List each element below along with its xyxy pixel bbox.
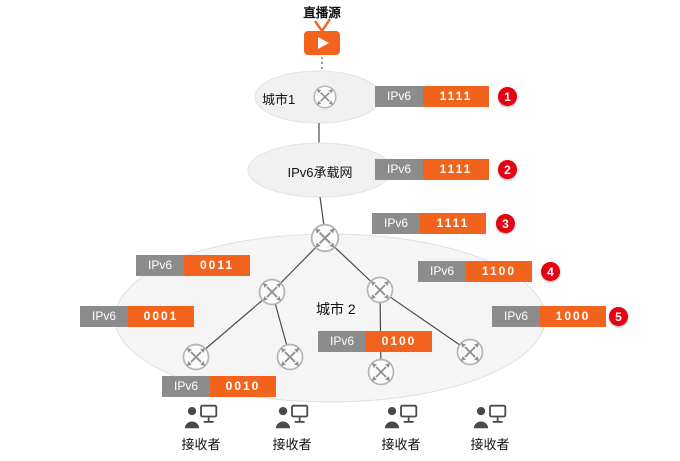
link-bearer-root (319, 196, 325, 227)
receiver-4-icon (472, 404, 507, 430)
tag-value: 1111 (423, 159, 489, 180)
tag-value: 0011 (184, 255, 250, 276)
leaf-router-4-icon (456, 338, 484, 366)
step-badge-5: 5 (609, 307, 628, 326)
bearer-network-label: IPv6承载网 (287, 165, 353, 180)
tag-prefix: IPv6 (375, 86, 423, 107)
tag-value: 1111 (423, 86, 489, 107)
step-badge-2: 2 (498, 160, 517, 179)
leaf-router-2-icon (276, 343, 304, 371)
leaf-router-1-icon (182, 343, 210, 371)
leaf-router-3-icon (367, 358, 395, 386)
receiver-1-label: 接收者 (181, 437, 221, 452)
city1-label: 城市1 (262, 92, 296, 107)
tag-value: 0100 (366, 331, 432, 352)
tag-prefix: IPv6 (162, 376, 210, 397)
ipv6-tag-0100: IPv6 0100 (318, 331, 432, 352)
ipv6-tag-1000: IPv6 1000 (492, 306, 606, 327)
live-source-icon (302, 18, 342, 57)
city1-router-icon (313, 85, 337, 109)
receiver-1-icon (183, 404, 218, 430)
tag-value: 1111 (420, 213, 486, 234)
live-source-label: 直播源 (303, 6, 341, 20)
ipv6-tag-1111-c: IPv6 1111 (372, 213, 486, 234)
tag-prefix: IPv6 (492, 306, 540, 327)
tag-prefix: IPv6 (318, 331, 366, 352)
mid-right-router-icon (366, 276, 394, 304)
ipv6-tag-0001: IPv6 0001 (80, 306, 194, 327)
tag-value: 0001 (128, 306, 194, 327)
receiver-4-label: 接收者 (470, 437, 510, 452)
tag-value: 1000 (540, 306, 606, 327)
step-badge-4: 4 (541, 262, 560, 281)
mid-left-router-icon (258, 278, 286, 306)
receiver-3-icon (383, 404, 418, 430)
root-router-icon (310, 223, 340, 253)
tag-prefix: IPv6 (375, 159, 423, 180)
tag-prefix: IPv6 (136, 255, 184, 276)
ipv6-tag-0010: IPv6 0010 (162, 376, 276, 397)
receiver-3-label: 接收者 (381, 437, 421, 452)
tag-prefix: IPv6 (418, 261, 466, 282)
city2-label: 城市 2 (316, 301, 356, 317)
tag-prefix: IPv6 (80, 306, 128, 327)
ipv6-tag-1111-a: IPv6 1111 (375, 86, 489, 107)
ipv6-tag-1100: IPv6 1100 (418, 261, 532, 282)
tag-value: 0010 (210, 376, 276, 397)
step-badge-3: 3 (496, 214, 515, 233)
tag-value: 1100 (466, 261, 532, 282)
tag-prefix: IPv6 (372, 213, 420, 234)
receiver-2-icon (274, 404, 309, 430)
receiver-2-label: 接收者 (272, 437, 312, 452)
ipv6-tag-1111-b: IPv6 1111 (375, 159, 489, 180)
ipv6-tag-0011: IPv6 0011 (136, 255, 250, 276)
step-badge-1: 1 (498, 87, 517, 106)
